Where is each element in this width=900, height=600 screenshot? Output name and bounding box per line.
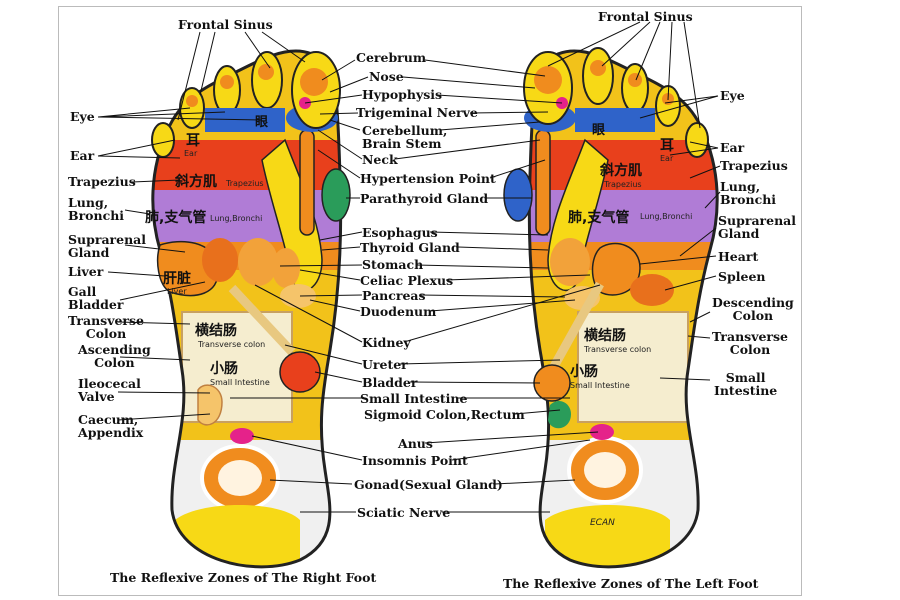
label-sigmoid: Sigmoid Colon,Rectum	[364, 407, 525, 422]
l-zone-colon	[577, 311, 689, 423]
label-trapezius-right: Trapezius	[68, 174, 136, 189]
l-zone-anus	[590, 424, 614, 440]
label-eye-left: Eye	[720, 88, 745, 103]
l-text-lung-en: Lung,Bronchi	[640, 212, 692, 221]
label-stomach: Stomach	[362, 257, 424, 272]
label-descending: Descending Colon	[712, 295, 794, 323]
label-duodenum: Duodenum	[360, 304, 437, 319]
label-cerebrum: Cerebrum	[356, 50, 427, 65]
r-zone-stomach	[238, 238, 278, 286]
r-text-eye-zh: 眼	[255, 115, 269, 130]
label-neck: Neck	[362, 152, 398, 167]
r-text-trapezius-zh: 斜方肌	[174, 173, 217, 190]
l-zone-parathyroid	[503, 168, 533, 222]
diagram-frame	[58, 6, 802, 596]
r-text-trapezius-en: Trapezius	[225, 179, 264, 188]
l-text-lung-zh: 肺,支气管	[568, 209, 629, 226]
label-small-intestine-center: Small Intestine	[360, 391, 468, 406]
r-text-small-zh: 小肠	[210, 361, 238, 377]
label-lung-left: Lung, Bronchi	[720, 179, 777, 207]
label-small-intestine-left: Small Intestine	[714, 370, 778, 398]
label-thyroid: Thyroid Gland	[360, 240, 460, 255]
r-text-small-en: Small Intestine	[210, 378, 270, 387]
label-transverse-left: Transverse Colon	[712, 329, 788, 357]
r-zone-bladder	[279, 351, 321, 393]
r-zone-parathyroid	[321, 168, 351, 222]
l-text-trapezius-en: Trapezius	[603, 180, 642, 189]
label-spleen: Spleen	[718, 269, 766, 284]
label-ureter: Ureter	[362, 357, 408, 372]
l-text-eye-zh: 眼	[592, 123, 606, 138]
l-zone-eye	[575, 108, 655, 132]
label-gall-bladder: Gall Bladder	[68, 284, 124, 312]
r-zone-insomnis	[230, 428, 254, 444]
l-zone-trapezius	[529, 140, 718, 190]
r-toe-5	[151, 122, 175, 158]
label-ileocecal: Ileocecal Valve	[78, 376, 141, 404]
r-text-liver-zh: 肝脏	[163, 270, 191, 287]
caption-right-foot: The Reflexive Zones of The Right Foot	[110, 570, 377, 585]
label-bladder: Bladder	[362, 375, 418, 390]
label-trapezius-left: Trapezius	[720, 158, 788, 173]
r-text-lung-zh: 肺,支气管	[145, 209, 206, 226]
label-pancreas: Pancreas	[362, 288, 426, 303]
label-kidney: Kidney	[362, 335, 411, 350]
label-suprarenal-right: Suprarenal Gland	[68, 232, 147, 260]
label-ear-right: Ear	[70, 148, 95, 163]
l-text-ear-zh: 耳	[660, 138, 674, 154]
l-text-trapezius-zh: 斜方肌	[599, 162, 642, 179]
label-lung-right: Lung, Bronchi	[68, 195, 125, 223]
l-text-small-zh: 小肠	[570, 364, 598, 380]
l-text-ear-en: Ear	[660, 154, 674, 163]
r-text-transverse-zh: 横结肠	[195, 322, 237, 339]
label-transverse-right: Transverse Colon	[68, 313, 144, 341]
label-gonad: Gonad(Sexual Gland)	[354, 477, 503, 492]
r-toe-4	[179, 87, 205, 129]
left-foot: 眼 耳 Ear 斜方肌 Trapezius 肺,支气管 Lung,Bronchi…	[503, 47, 719, 569]
brand-mark: ECAN	[590, 518, 615, 528]
label-liver: Liver	[68, 264, 104, 279]
l-zone-stomach	[550, 238, 590, 286]
r-text-ear-en: Ear	[184, 149, 198, 158]
l-zone-spleen	[630, 274, 674, 306]
l-toe-5	[685, 122, 709, 158]
label-suprarenal-left: Suprarenal Gland	[718, 213, 797, 241]
label-insomnis: Insomnis Point	[362, 453, 468, 468]
label-sciatic: Sciatic Nerve	[357, 505, 451, 520]
label-cerebellum: Cerebellum, Brain Stem	[362, 123, 448, 151]
label-trigeminal: Trigeminal Nerve	[356, 105, 478, 120]
leader-lines	[97, 21, 721, 513]
r-toe-2	[251, 51, 283, 109]
r-text-ear-zh: 耳	[186, 133, 200, 149]
r-text-transverse-en: Transverse colon	[197, 340, 265, 349]
l-zone-heart	[591, 242, 641, 296]
label-celiac: Celiac Plexus	[360, 273, 454, 288]
l-text-transverse-en: Transverse colon	[583, 345, 651, 354]
label-anus: Anus	[398, 436, 433, 451]
l-text-transverse-zh: 横结肠	[584, 327, 626, 344]
label-frontal-sinus-left: Frontal Sinus	[598, 9, 693, 24]
label-eye-right: Eye	[70, 109, 95, 124]
l-text-small-en: Small Intestine	[570, 381, 630, 390]
r-text-lung-en: Lung,Bronchi	[210, 214, 262, 223]
label-parathyroid: Parathyroid Gland	[360, 191, 489, 206]
l-toe-3	[621, 63, 649, 113]
label-esophagus: Esophagus	[362, 225, 438, 240]
right-foot: 眼 耳 Ear 斜方肌 Trapezius 肺,支气管 Lung,Bronchi…	[145, 49, 351, 569]
label-nose: Nose	[369, 69, 404, 84]
label-hypophysis: Hypophysis	[362, 87, 443, 102]
l-toe-4	[655, 85, 681, 127]
label-heart: Heart	[718, 249, 759, 264]
caption-left-foot: The Reflexive Zones of The Left Foot	[503, 576, 759, 591]
label-frontal-sinus-right: Frontal Sinus	[178, 17, 273, 32]
label-ear-left: Ear	[720, 140, 745, 155]
label-ascending: Ascending Colon	[78, 342, 151, 370]
r-text-liver-en: Liver	[167, 287, 187, 296]
r-toe-3	[213, 65, 241, 115]
label-hypertension: Hypertension Point	[360, 171, 496, 186]
label-caecum: Caecum, Appendix	[78, 412, 144, 440]
